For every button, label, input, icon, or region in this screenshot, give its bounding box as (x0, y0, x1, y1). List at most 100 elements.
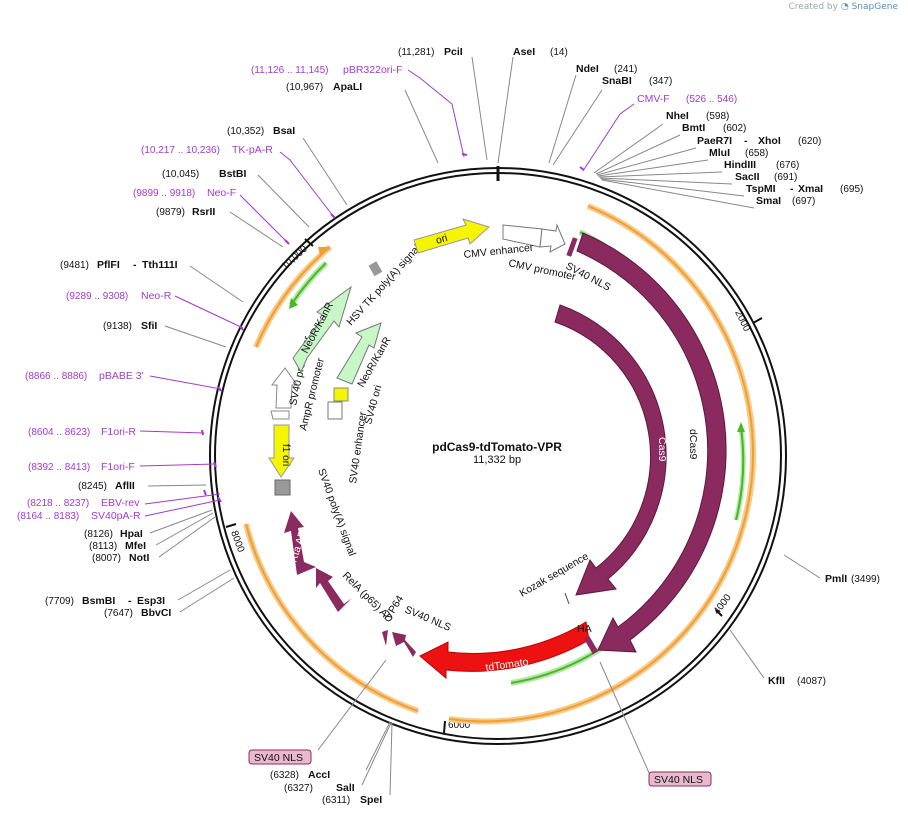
pcii-name: PciI (444, 46, 463, 58)
rsrii-pos: (9879) (156, 207, 185, 218)
rsrii-name: RsrII (192, 206, 215, 218)
leader-pmli (783, 554, 821, 579)
sv40pa-r-name: SV40pA-R (91, 510, 141, 522)
sv40-nls-box-2-label: SV40 NLS (654, 774, 703, 786)
xmai-name: XmaI (798, 183, 823, 195)
bstbi-pos: (10,045) (162, 169, 199, 180)
leader-paer7i (596, 147, 697, 176)
f1ori-f-name: F1ori-F (101, 461, 135, 473)
bsai-pos: (10,352) (227, 126, 264, 137)
cmv-promoter-label: CMV promoter (507, 257, 577, 283)
pbabe3-name: pBABE 3' (99, 370, 144, 382)
leader-aflii (147, 484, 207, 487)
leader-sv40-nls-box1 (317, 659, 387, 751)
f1ori-r-marker (201, 429, 204, 436)
pmli-name: PmlI (825, 573, 847, 585)
neo-arrow-2 (336, 322, 382, 385)
xmai-pos: (695) (840, 184, 863, 195)
primer-markers (201, 153, 585, 503)
paer7i-name: PaeR7I (697, 135, 732, 147)
leader-sfii (164, 325, 227, 348)
tdtomato-arrow (419, 621, 590, 680)
xhoi-pos: (620) (798, 136, 821, 147)
nls-boxes: SV40 NLS SV40 NLS (248, 749, 712, 787)
acci-name: AccI (308, 769, 330, 781)
pcii-pos: (11,281) (398, 47, 435, 58)
leader-sv40-nls-box2 (599, 661, 651, 776)
hpai-pos: (8126) (84, 529, 113, 540)
f1-ori-label: f1 ori (280, 444, 291, 466)
vp64-arrow (392, 632, 416, 657)
ori-arrow (413, 218, 490, 254)
sv40-nls-box-2 (648, 771, 712, 787)
leader-rsrii (229, 211, 284, 248)
cas9-arrow (554, 304, 667, 596)
acci-pos: (6328) (270, 770, 299, 781)
green-arc-right (510, 229, 715, 686)
paer7i-sep: - (744, 135, 748, 147)
leader-pcii (471, 56, 488, 161)
tick-mark-8000 (225, 523, 237, 528)
leader-apali (404, 89, 439, 164)
sv40-enhancer-label: SV40 enhancer (347, 411, 369, 485)
mfei-pos: (8113) (89, 541, 117, 552)
tick-mark-10000 (304, 238, 314, 247)
neo-arrow-1 (292, 285, 352, 374)
apali-pos: (10,967) (286, 82, 323, 93)
leader-neo-r (174, 295, 244, 329)
pbabe3-pos: (8866 .. 8886) (25, 371, 87, 382)
ndei-name: NdeI (576, 63, 599, 75)
leader-bsai (302, 137, 348, 206)
credit-brand: SnapGene (851, 2, 898, 12)
bsmbi-pos: (7709) (45, 596, 74, 607)
hsv-tk-box (368, 261, 383, 277)
rta-ad-label: Rta AD (287, 528, 309, 564)
sfii-name: SfiI (141, 320, 157, 332)
neo-r-marker (239, 325, 244, 331)
cmv-f-name: CMV-F (637, 93, 670, 105)
leader-acci (365, 721, 391, 771)
sacii-name: SacII (735, 171, 760, 183)
sv40pa-r-marker (217, 496, 222, 503)
kozak-line (564, 592, 570, 605)
leader-noti (158, 516, 216, 558)
leader-ebv-rev (144, 493, 221, 505)
sv40-nls-box-1 (248, 749, 312, 765)
noti-name: NotI (129, 552, 149, 564)
kfli-name: KflI (768, 675, 785, 687)
leader-mlui (597, 159, 709, 177)
sv40-nls-marker-top (565, 235, 579, 259)
credit-prefix: Created by (788, 2, 838, 12)
hsv-tk-label: HSV TK poly(A) signal (344, 242, 423, 328)
tick-mark-2000 (752, 317, 763, 324)
neo-r-pos: (9289 .. 9308) (66, 291, 128, 302)
cmv-f-pos: (526 .. 546) (686, 94, 737, 105)
leader-pflfi (189, 265, 244, 303)
orange-arc-arrow (318, 247, 330, 255)
leader-kfli (729, 629, 765, 679)
tick-mark-6000 (443, 720, 446, 734)
smai-pos: (697) (792, 196, 815, 207)
ha-marker (583, 635, 599, 655)
ampr-promoter-arrow (270, 410, 290, 420)
cmv-enhancer-label: CMV enhancer (463, 242, 534, 261)
neo-label-1: NeoR/KanR (299, 300, 336, 355)
leader-bstbi (257, 174, 310, 228)
tick-label-2000: 2000 (732, 308, 752, 333)
leader-spei (389, 722, 393, 796)
ori-label: ori (434, 232, 449, 247)
f1-ori-arrow (268, 424, 295, 478)
hpai-name: HpaI (120, 528, 143, 540)
leader-pbabe3 (149, 375, 222, 390)
sv40-enhancer-box (327, 401, 343, 420)
sv40-promoter-arrow (270, 367, 298, 409)
neo-r-name: Neo-R (141, 290, 172, 302)
snabi-pos: (347) (649, 76, 672, 87)
bbvci-pos: (7647) (104, 608, 133, 619)
leader-pbr322ori-f (407, 69, 465, 158)
sv40-polya-box (274, 479, 291, 496)
cmv-f-marker (579, 166, 585, 171)
cas9-label: Cas9 (656, 437, 668, 462)
rta-ad-arrow (284, 511, 316, 575)
